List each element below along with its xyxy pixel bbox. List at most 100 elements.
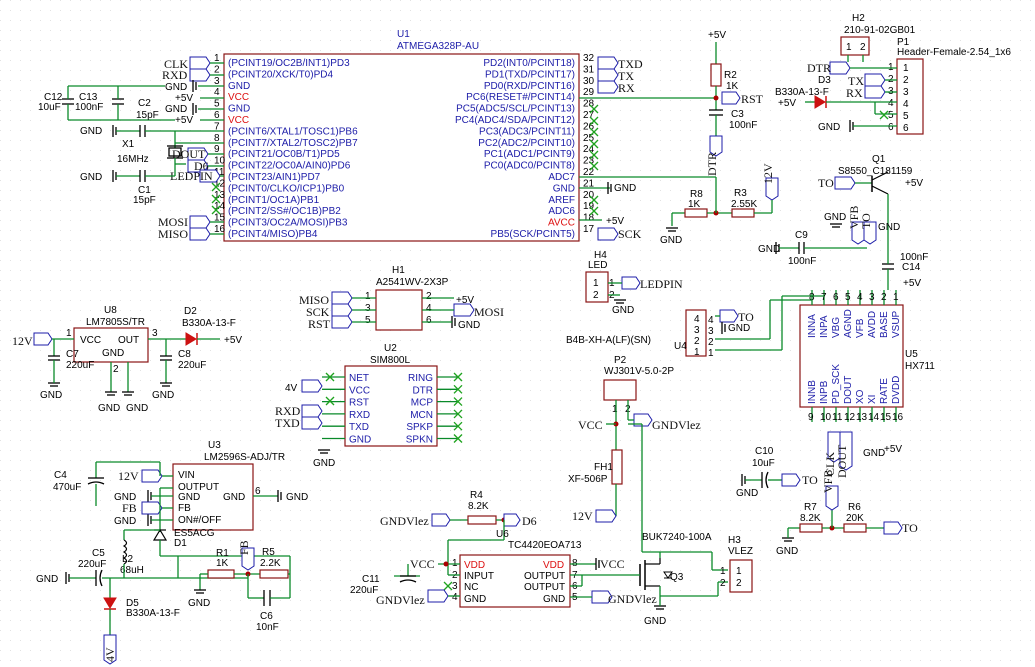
u1-pin-name: PD0(RXD/PCINT16) — [484, 81, 575, 92]
sim800l-pin-name: DTR — [412, 385, 433, 396]
dtr-label: DTR — [705, 152, 719, 176]
r6-ref: R6 — [848, 502, 861, 513]
r5-value: 2.2K — [260, 558, 281, 569]
gnd-label: GND — [758, 244, 780, 255]
q1-transistor[interactable]: Q1 S8550_C181159 TO +5V — [818, 154, 923, 240]
c8-ref: C8 — [178, 349, 191, 360]
vcc-label: VCC — [600, 557, 625, 571]
crystal-x1[interactable]: C2 15pF X1 16MHz C1 15pF GND GND — [80, 98, 224, 206]
u1-pin-name: PC0(ADC0/PCINT8) — [484, 161, 575, 172]
gndvlez-label: GNDVlez — [376, 593, 425, 607]
c7-ref: C7 — [66, 349, 79, 360]
net-sck: SCK — [618, 227, 642, 241]
u1-pin-name: (PCINT23/AIN1)PD7 — [228, 172, 321, 183]
sim800l-pin-name: MCP — [411, 398, 434, 409]
gnd-label: GND — [818, 122, 840, 133]
svg-text:3: 3 — [452, 581, 458, 592]
p5v-label: +5V — [778, 98, 796, 109]
p2-ref: P2 — [614, 355, 627, 366]
c12-c13-caps[interactable]: C12 10uF C13 100nF — [38, 85, 175, 121]
u1-pin-name: PD1(TXD/PCINT17) — [485, 69, 575, 80]
u1-pin-num: 16 — [214, 224, 226, 235]
gnd-label: GND — [40, 390, 62, 401]
vcc-label: VCC — [578, 418, 603, 432]
hx711-pin-name: XI — [867, 395, 878, 404]
u1-pin-name: PC2(ADC2/PCINT10) — [478, 138, 575, 149]
gnd-label: GND — [114, 516, 136, 527]
u1-pin-num: 9 — [214, 144, 220, 155]
u1-right-pins: 32PD2(INT0/PCINT18)31PD1(TXD/PCINT17)30P… — [455, 53, 595, 240]
net-ledpin: LEDPIN — [170, 169, 213, 183]
svg-text:6: 6 — [255, 486, 261, 497]
dout-label: DOUT — [835, 444, 849, 478]
c8-value: 220uF — [178, 360, 206, 371]
u3-part: LM2596S-ADJ/TR — [204, 452, 285, 463]
u1-mcu[interactable]: U1 ATMEGA328P-AU 1(PCINT19/OC2B/INT1)PD3… — [214, 29, 595, 242]
vfb-label: VFB — [821, 470, 835, 493]
net-rst: RST — [741, 92, 764, 106]
c14-ref: C14 — [902, 262, 921, 273]
u1-pin-num: 25 — [583, 133, 595, 144]
gnd-label: GND — [863, 448, 885, 459]
u1-pin-num: 17 — [583, 224, 595, 235]
c1-ref: C1 — [138, 185, 151, 196]
u6-gate-driver[interactable]: R4 8.2K GNDVlez D6 U6 TC4420EOA713 VDDIN… — [350, 490, 657, 608]
svg-text:2: 2 — [736, 578, 742, 589]
c10-cap[interactable]: C10 10uF GND TO — [736, 446, 818, 499]
u1-pin-name: VCC — [228, 92, 249, 103]
hx711-pin-num: 8 — [809, 292, 815, 303]
v12-label: 12V — [572, 509, 593, 523]
to-label: TO — [738, 310, 754, 324]
c10-ref: C10 — [755, 446, 774, 457]
x1-ref: X1 — [122, 139, 135, 150]
svg-text:VDD: VDD — [543, 560, 564, 571]
reset-circuit[interactable]: +5V R2 1K RST C3 100nF DTR — [705, 30, 764, 176]
u1-pin-name: GND — [228, 104, 250, 115]
r8-r3-divider[interactable]: R8 1K R3 2.55K 12V GND — [660, 163, 779, 246]
q3-part: BUK7240-100A — [642, 532, 712, 543]
h2-ref: H2 — [852, 13, 865, 24]
q1-ref: Q1 — [872, 154, 886, 165]
u5-ref: U5 — [905, 349, 918, 360]
h1-isp-header[interactable]: H1 A2541WV-2X3P 135 246 MISO SCK RST +5V… — [299, 265, 504, 331]
net-mosi: MOSI — [474, 305, 504, 319]
sim800l-pin-name: NET — [349, 373, 369, 384]
hx711-pin-name: PD_SCK — [831, 364, 842, 404]
gnd-label: GND — [612, 305, 634, 316]
u5-hx711[interactable]: U5 HX711 8INNA7INPA6VBG5AGND4VFB3AVDD2BA… — [758, 206, 935, 478]
net-rst: RST — [308, 317, 331, 331]
hx711-pin-name: INPB — [819, 380, 830, 404]
c6-ref: C6 — [260, 611, 273, 622]
u1-pin-name: (PCINT3/OC2A/MOSI)PB3 — [228, 218, 348, 229]
h4-led-header[interactable]: H4 LED 12 12 LEDPIN GND — [585, 250, 683, 316]
net-rx: RX — [618, 81, 635, 95]
d2-ref: D2 — [184, 306, 197, 317]
q3-mosfet[interactable]: BUK7240-100A Q3 GND H3 VLEZ 12 12 — [630, 532, 753, 627]
svg-text:GND: GND — [178, 492, 200, 503]
hx711-pin-num: 2 — [881, 292, 887, 303]
p5v-label: +5V — [903, 278, 921, 289]
c13-value: 100nF — [75, 102, 103, 113]
c10-value: 10uF — [752, 458, 775, 469]
sim800l-pin-name: SPKP — [406, 422, 433, 433]
r7-ref: R7 — [804, 502, 817, 513]
hx711-pin-name: BASE — [879, 311, 890, 338]
r2-ref: R2 — [724, 70, 737, 81]
feedback-network[interactable]: R1 1K GND FB R5 2.2K C6 10nF — [188, 540, 291, 633]
u1-pin-num: 4 — [214, 87, 220, 98]
r7-r6-divider[interactable]: R7 8.2K R6 20K GND VFB TO — [776, 470, 918, 557]
c3-value: 100nF — [729, 120, 757, 131]
svg-text:4: 4 — [694, 314, 700, 325]
hx711-pin-name: INPA — [819, 315, 830, 338]
u1-pin-num: 29 — [583, 87, 595, 98]
u1-pin-name: (PCINT22/OC0A/AIN0)PD6 — [228, 161, 351, 172]
r8-value: 1K — [688, 199, 701, 210]
hx711-pin-num: 10 — [820, 412, 832, 423]
svg-text:4: 4 — [903, 99, 909, 110]
u4-loadcell-connector[interactable]: 43 21 43 21 U4 B4B-XH-A(LF)(SN) TO GND — [566, 295, 824, 359]
